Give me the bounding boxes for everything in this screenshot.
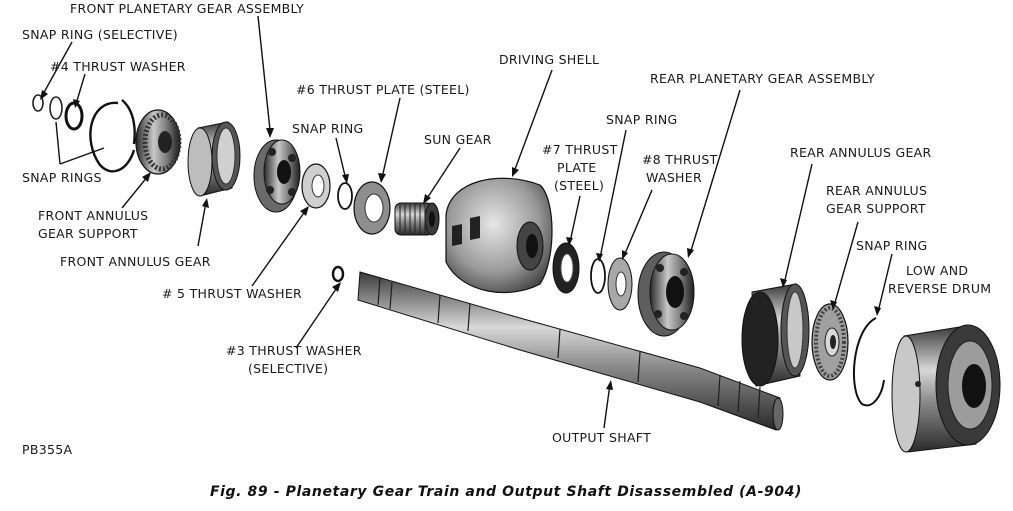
label-front-annulus-gear-support-1: FRONT ANNULUS — [38, 208, 148, 223]
label-thrust-washer-5: # 5 THRUST WASHER — [162, 286, 302, 301]
label-snap-rings: SNAP RINGS — [22, 170, 102, 185]
snap-ring-large-part — [89, 101, 136, 173]
label-thrust-plate-6: #6 THRUST PLATE (STEEL) — [296, 82, 470, 97]
label-thrust-washer-3-line2: (SELECTIVE) — [248, 361, 328, 376]
label-snap-ring-middle: SNAP RING — [606, 112, 677, 127]
label-sun-gear: SUN GEAR — [424, 132, 492, 147]
label-thrust-washer-8-line2: WASHER — [646, 170, 702, 185]
figure-caption: Fig. 89 - Planetary Gear Train and Outpu… — [210, 484, 802, 500]
snap-ring-selective-part — [32, 94, 44, 112]
rear-annulus-gear-support-part — [811, 303, 849, 381]
label-front-annulus-gear-support-2: GEAR SUPPORT — [38, 226, 138, 241]
label-output-shaft: OUTPUT SHAFT — [552, 430, 651, 445]
front-annulus-gear-support-part — [135, 109, 182, 175]
label-snap-ring-rear: SNAP RING — [856, 238, 927, 253]
label-front-annulus-gear: FRONT ANNULUS GEAR — [60, 254, 211, 269]
front-annulus-gear-part — [187, 121, 241, 197]
leader-lines — [40, 15, 893, 429]
label-thrust-plate-7-line3: (STEEL) — [554, 178, 604, 193]
label-rear-annulus-gear-support-line2: GEAR SUPPORT — [826, 201, 926, 216]
snap-ring-small-part — [49, 96, 63, 120]
label-rear-planetary-gear-assembly: REAR PLANETARY GEAR ASSEMBLY — [650, 71, 875, 86]
snap-ring-drum-part — [852, 317, 885, 407]
figure-id: PB355A — [22, 442, 72, 457]
parts — [32, 94, 1001, 453]
sun-gear-part — [394, 202, 440, 236]
label-thrust-washer-4: #4 THRUST WASHER — [50, 59, 186, 74]
label-rear-annulus-gear: REAR ANNULUS GEAR — [790, 145, 932, 160]
label-low-reverse-drum-line2: REVERSE DRUM — [888, 281, 991, 296]
label-rear-annulus-gear-support-line1: REAR ANNULUS — [826, 183, 927, 198]
snap-ring-mid-part — [337, 182, 353, 210]
label-thrust-plate-7-line2: PLATE — [557, 160, 596, 175]
label-snap-ring-front: SNAP RING — [292, 121, 363, 136]
label-front-planetary-gear-assembly: FRONT PLANETARY GEAR ASSEMBLY — [70, 1, 304, 16]
label-snap-ring-selective: SNAP RING (SELECTIVE) — [22, 27, 178, 42]
label-thrust-washer-8-line1: #8 THRUST — [642, 152, 718, 167]
driving-shell-part — [445, 177, 553, 294]
low-reverse-drum-part — [891, 324, 1001, 453]
label-thrust-washer-3-line1: #3 THRUST WASHER — [226, 343, 362, 358]
label-thrust-plate-7-line1: #7 THRUST — [542, 142, 618, 157]
label-driving-shell: DRIVING SHELL — [499, 52, 599, 67]
labels: FRONT PLANETARY GEAR ASSEMBLY SNAP RING … — [22, 1, 991, 500]
rear-planetary-gear-assembly-part — [637, 251, 695, 337]
thrust-washer-4-part — [64, 101, 84, 131]
front-planetary-gear-assembly-part — [253, 139, 301, 213]
label-low-reverse-drum-line1: LOW AND — [906, 263, 968, 278]
snap-ring-rear-part — [590, 258, 606, 294]
rear-annulus-gear-part — [741, 283, 810, 387]
output-shaft-part — [331, 265, 784, 431]
